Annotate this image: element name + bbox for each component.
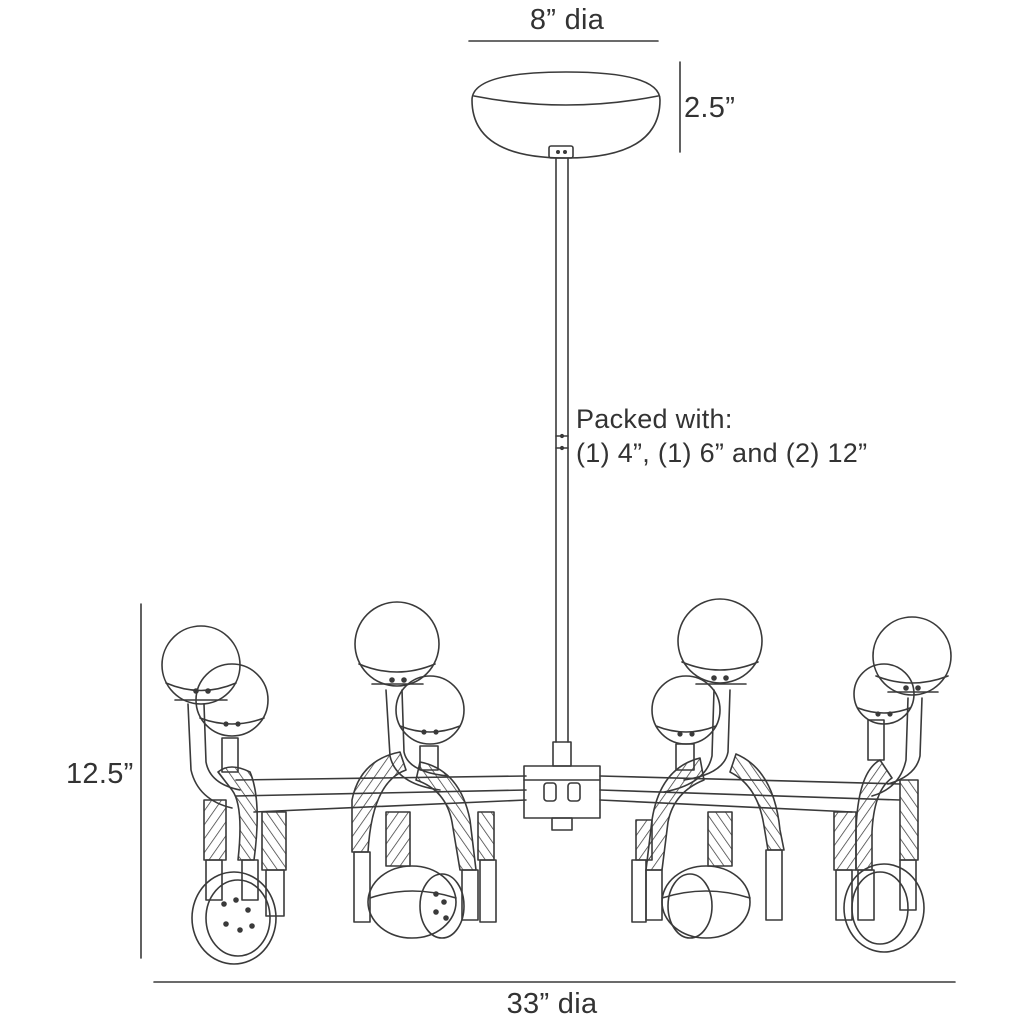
light-cluster-4 bbox=[833, 616, 952, 953]
downrod bbox=[552, 157, 572, 767]
center-hub bbox=[523, 765, 601, 831]
overall-height-label: 12.5” bbox=[66, 758, 134, 790]
packed-note: Packed with: (1) 4”, (1) 6” and (2) 12” bbox=[576, 402, 867, 470]
packed-note-contents: (1) 4”, (1) 6” and (2) 12” bbox=[576, 438, 868, 468]
overall-diameter-label: 33” dia bbox=[506, 988, 598, 1020]
canopy bbox=[471, 71, 661, 159]
canopy-diameter-label: 8” dia bbox=[529, 4, 605, 36]
canopy-height-label: 2.5” bbox=[684, 92, 736, 124]
light-cluster-1 bbox=[161, 625, 287, 965]
packed-note-title: Packed with: bbox=[576, 404, 733, 434]
light-cluster-3 bbox=[631, 598, 785, 939]
light-cluster-2 bbox=[351, 601, 497, 939]
